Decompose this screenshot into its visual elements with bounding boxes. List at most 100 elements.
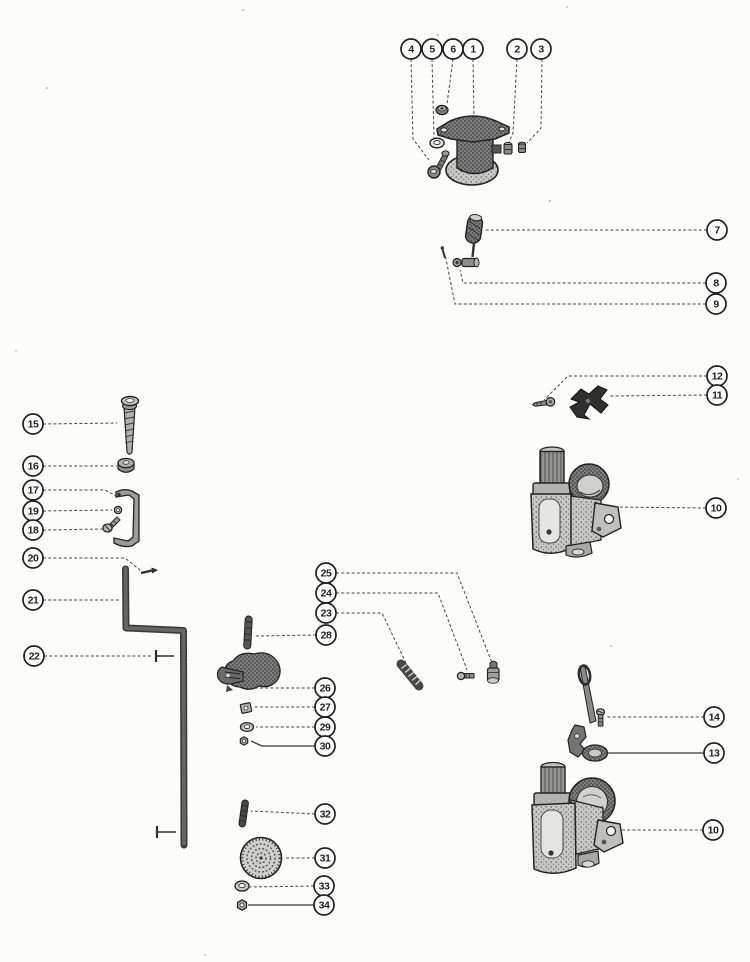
part-flat-washer-top xyxy=(429,137,445,149)
callout-connecting-rod: 21 xyxy=(22,589,44,611)
callout-inlet-fitting: 2 xyxy=(506,38,528,60)
part-cotter-pin-bottom xyxy=(155,826,176,838)
callout-top-nut: 6 xyxy=(442,38,464,60)
leader-spacer-clip xyxy=(42,509,113,512)
callout-number: 28 xyxy=(321,630,332,642)
part-pivot-bolt xyxy=(120,395,140,455)
callout-number: 10 xyxy=(708,825,719,837)
callout-screen-nut: 34 xyxy=(313,894,335,916)
callout-number: 3 xyxy=(538,44,544,56)
callout-number: 9 xyxy=(713,299,719,311)
part-cam-screw xyxy=(531,396,556,407)
leader-link-bar xyxy=(253,634,317,637)
part-pump-cam xyxy=(569,385,609,420)
part-cam-lever xyxy=(216,652,281,692)
callout-number: 23 xyxy=(321,608,332,620)
callout-spring: 23 xyxy=(315,602,337,624)
callout-circle xyxy=(530,38,552,60)
callout-circle xyxy=(705,272,727,294)
leader-outlet-fitting xyxy=(526,58,543,144)
callout-cam-lever: 26 xyxy=(314,677,336,699)
leader-cam-screw xyxy=(543,375,707,401)
callout-pivot-pin: 32 xyxy=(314,803,336,825)
leader-pivot-bolt xyxy=(42,422,118,425)
callout-circle xyxy=(22,479,44,501)
callout-pivot-bolt: 15 xyxy=(22,413,44,435)
callout-number: 20 xyxy=(28,553,39,565)
callout-flat-washer-mid: 29 xyxy=(314,716,336,738)
callout-number: 13 xyxy=(709,748,720,760)
part-spacer-clip xyxy=(113,505,123,515)
callout-circle xyxy=(22,519,44,541)
callout-circle xyxy=(706,384,728,406)
callout-number: 25 xyxy=(321,568,332,580)
callout-circle xyxy=(22,547,44,569)
callout-number: 10 xyxy=(711,503,722,515)
callout-number: 26 xyxy=(320,683,331,695)
part-link-bar xyxy=(243,615,253,650)
part-fuel-pump-assembly-lower xyxy=(531,761,624,874)
callout-number: 8 xyxy=(713,278,719,290)
leader-fuel-pump-assembly-upper xyxy=(613,506,707,509)
callout-valve-screw: 24 xyxy=(315,582,337,604)
leader-screen-washer xyxy=(248,885,315,888)
callout-screen-washer: 33 xyxy=(313,875,335,897)
part-mounting-bolt xyxy=(427,150,450,179)
part-screen-washer xyxy=(234,880,250,892)
part-retaining-pin xyxy=(440,246,446,259)
callout-pump-cam: 11 xyxy=(706,384,728,406)
callout-lock-nut: 16 xyxy=(22,455,44,477)
part-spring xyxy=(396,659,424,691)
callout-circle xyxy=(22,455,44,477)
part-valve-screw xyxy=(456,671,475,681)
callout-outlet-fitting: 3 xyxy=(530,38,552,60)
callout-circle xyxy=(705,293,727,315)
callout-number: 29 xyxy=(320,722,331,734)
callout-anchor-bracket: 17 xyxy=(22,479,44,501)
callout-fuel-pump-assembly-lower: 10 xyxy=(702,819,724,841)
callout-number: 32 xyxy=(320,809,331,821)
part-filter-screen xyxy=(239,836,283,880)
callout-number: 7 xyxy=(714,225,720,237)
callout-number: 19 xyxy=(28,506,39,518)
leader-pump-mounting-base xyxy=(472,58,475,121)
callout-number: 21 xyxy=(28,595,39,607)
callout-number: 5 xyxy=(429,44,435,56)
leader-inlet-fitting xyxy=(508,58,518,143)
callout-circle xyxy=(703,742,725,764)
callout-circle xyxy=(706,219,728,241)
callout-number: 4 xyxy=(408,44,414,56)
callout-mounting-bolt: 4 xyxy=(400,38,422,60)
callout-number: 18 xyxy=(28,525,39,537)
callout-circle xyxy=(400,38,422,60)
callout-number: 12 xyxy=(712,371,723,383)
callout-circle xyxy=(22,589,44,611)
callout-number: 16 xyxy=(28,461,39,473)
part-check-valve xyxy=(486,660,500,684)
leader-mounting-bolt xyxy=(410,58,430,161)
callout-spacer-clip: 19 xyxy=(22,500,44,522)
callout-pump-mounting-base: 1 xyxy=(462,38,484,60)
callout-number: 11 xyxy=(712,390,723,402)
callout-circle xyxy=(703,706,725,728)
leader-bracket-screw xyxy=(42,528,104,531)
callout-number: 1 xyxy=(470,44,476,56)
part-elbow-fitting xyxy=(452,257,480,268)
callout-cotter-pin-mid: 22 xyxy=(23,645,45,667)
part-pump-mounting-base xyxy=(436,115,510,186)
leader-flat-washer-top xyxy=(431,58,435,139)
part-filter-plunger xyxy=(464,214,484,258)
callout-actuating-lever: 13 xyxy=(703,742,725,764)
callout-cotter-pin-upper: 20 xyxy=(22,547,44,569)
callout-circle xyxy=(705,497,727,519)
leader-pump-cam xyxy=(609,394,708,397)
callout-number: 17 xyxy=(28,485,39,497)
callout-filter-screen: 31 xyxy=(314,847,336,869)
part-inlet-fitting xyxy=(503,142,513,155)
callout-number: 15 xyxy=(28,419,39,431)
callout-check-valve: 25 xyxy=(315,562,337,584)
callout-number: 33 xyxy=(319,881,330,893)
callout-retaining-pin: 9 xyxy=(705,293,727,315)
leader-lines xyxy=(42,58,708,906)
